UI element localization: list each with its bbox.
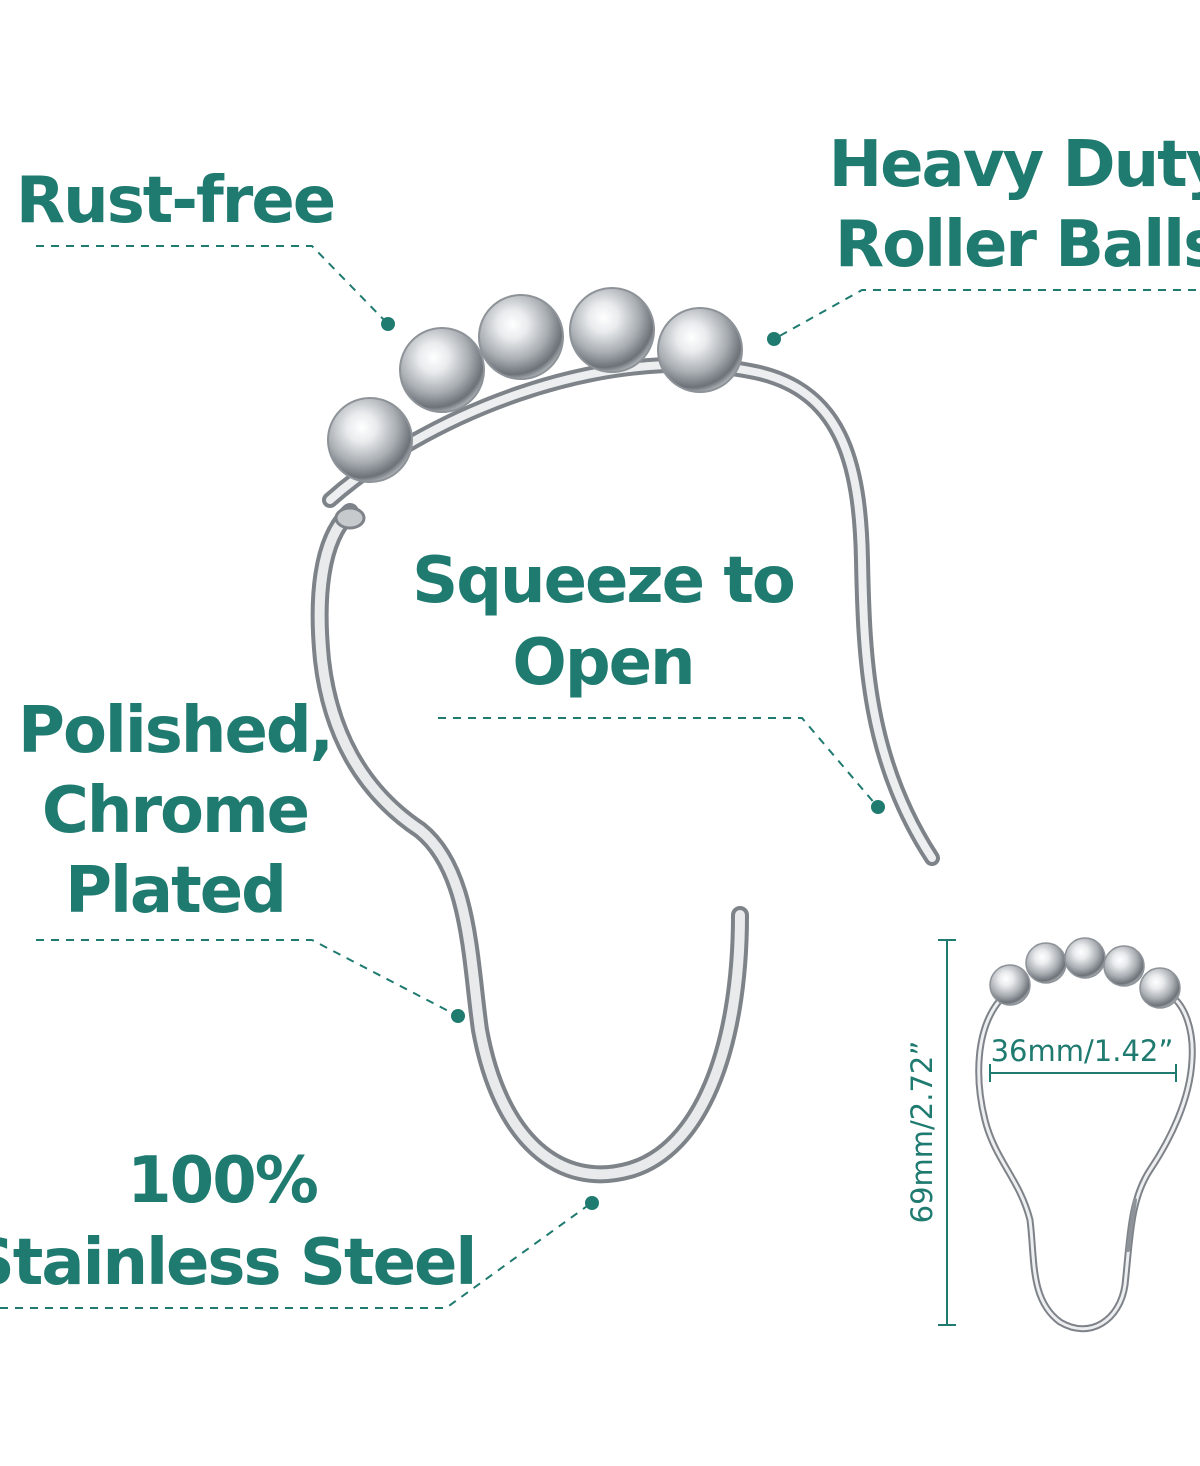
width-dimension <box>989 1064 1177 1082</box>
hook-small-illustration <box>975 937 1196 1333</box>
leader-rust-free <box>36 245 387 323</box>
label-squeeze-line1: Squeeze to <box>412 544 794 618</box>
label-polished-line1: Polished, <box>18 694 332 768</box>
roller-ball-4 <box>569 287 655 373</box>
leader-dot-stainless <box>585 1196 599 1210</box>
dimension-inset: 36mm/1.42” 69mm/2.72” <box>905 937 1196 1333</box>
height-dimension <box>938 939 956 1326</box>
callout-labels: Rust-free Heavy Duty Roller Balls Squeez… <box>0 128 1200 1300</box>
width-dimension-label: 36mm/1.42” <box>991 1034 1174 1068</box>
small-hook-arm <box>1126 1198 1137 1252</box>
label-rust-free: Rust-free <box>16 164 334 238</box>
label-roller-balls-line1: Heavy Duty <box>829 128 1200 202</box>
leader-polished <box>36 939 457 1016</box>
hook-clasp <box>334 506 366 530</box>
height-dimension-label: 69mm/2.72” <box>905 1041 939 1224</box>
roller-ball-1 <box>327 397 413 483</box>
leader-dot-roller-balls <box>767 332 781 346</box>
leader-dot-squeeze <box>871 800 885 814</box>
hook-main-illustration <box>310 287 940 1184</box>
small-roller-ball-1 <box>989 964 1031 1006</box>
label-stainless-line1: 100% <box>127 1144 318 1218</box>
callout-leaders <box>0 245 1196 1309</box>
label-polished-line3: Plated <box>65 854 285 928</box>
leader-squeeze <box>438 717 877 806</box>
label-squeeze-line2: Open <box>512 626 693 700</box>
roller-ball-2 <box>399 327 485 413</box>
roller-ball-3 <box>478 294 564 380</box>
label-stainless-line2: Stainless Steel <box>0 1226 475 1300</box>
hook-wire <box>314 507 745 1180</box>
hook-top-bar <box>326 360 936 862</box>
label-roller-balls-line2: Roller Balls <box>835 208 1200 282</box>
leader-roller-balls <box>775 289 1196 339</box>
leader-dot-rust-free <box>381 317 395 331</box>
small-hook-wire <box>977 993 1194 1331</box>
small-roller-ball-5 <box>1139 967 1181 1009</box>
label-polished-line2: Chrome <box>42 774 308 848</box>
small-roller-ball-2 <box>1025 942 1067 984</box>
small-roller-ball-3 <box>1064 937 1106 979</box>
roller-ball-5 <box>657 307 743 393</box>
leader-dot-polished <box>451 1009 465 1023</box>
small-roller-ball-4 <box>1103 945 1145 987</box>
callout-dots <box>381 317 885 1210</box>
